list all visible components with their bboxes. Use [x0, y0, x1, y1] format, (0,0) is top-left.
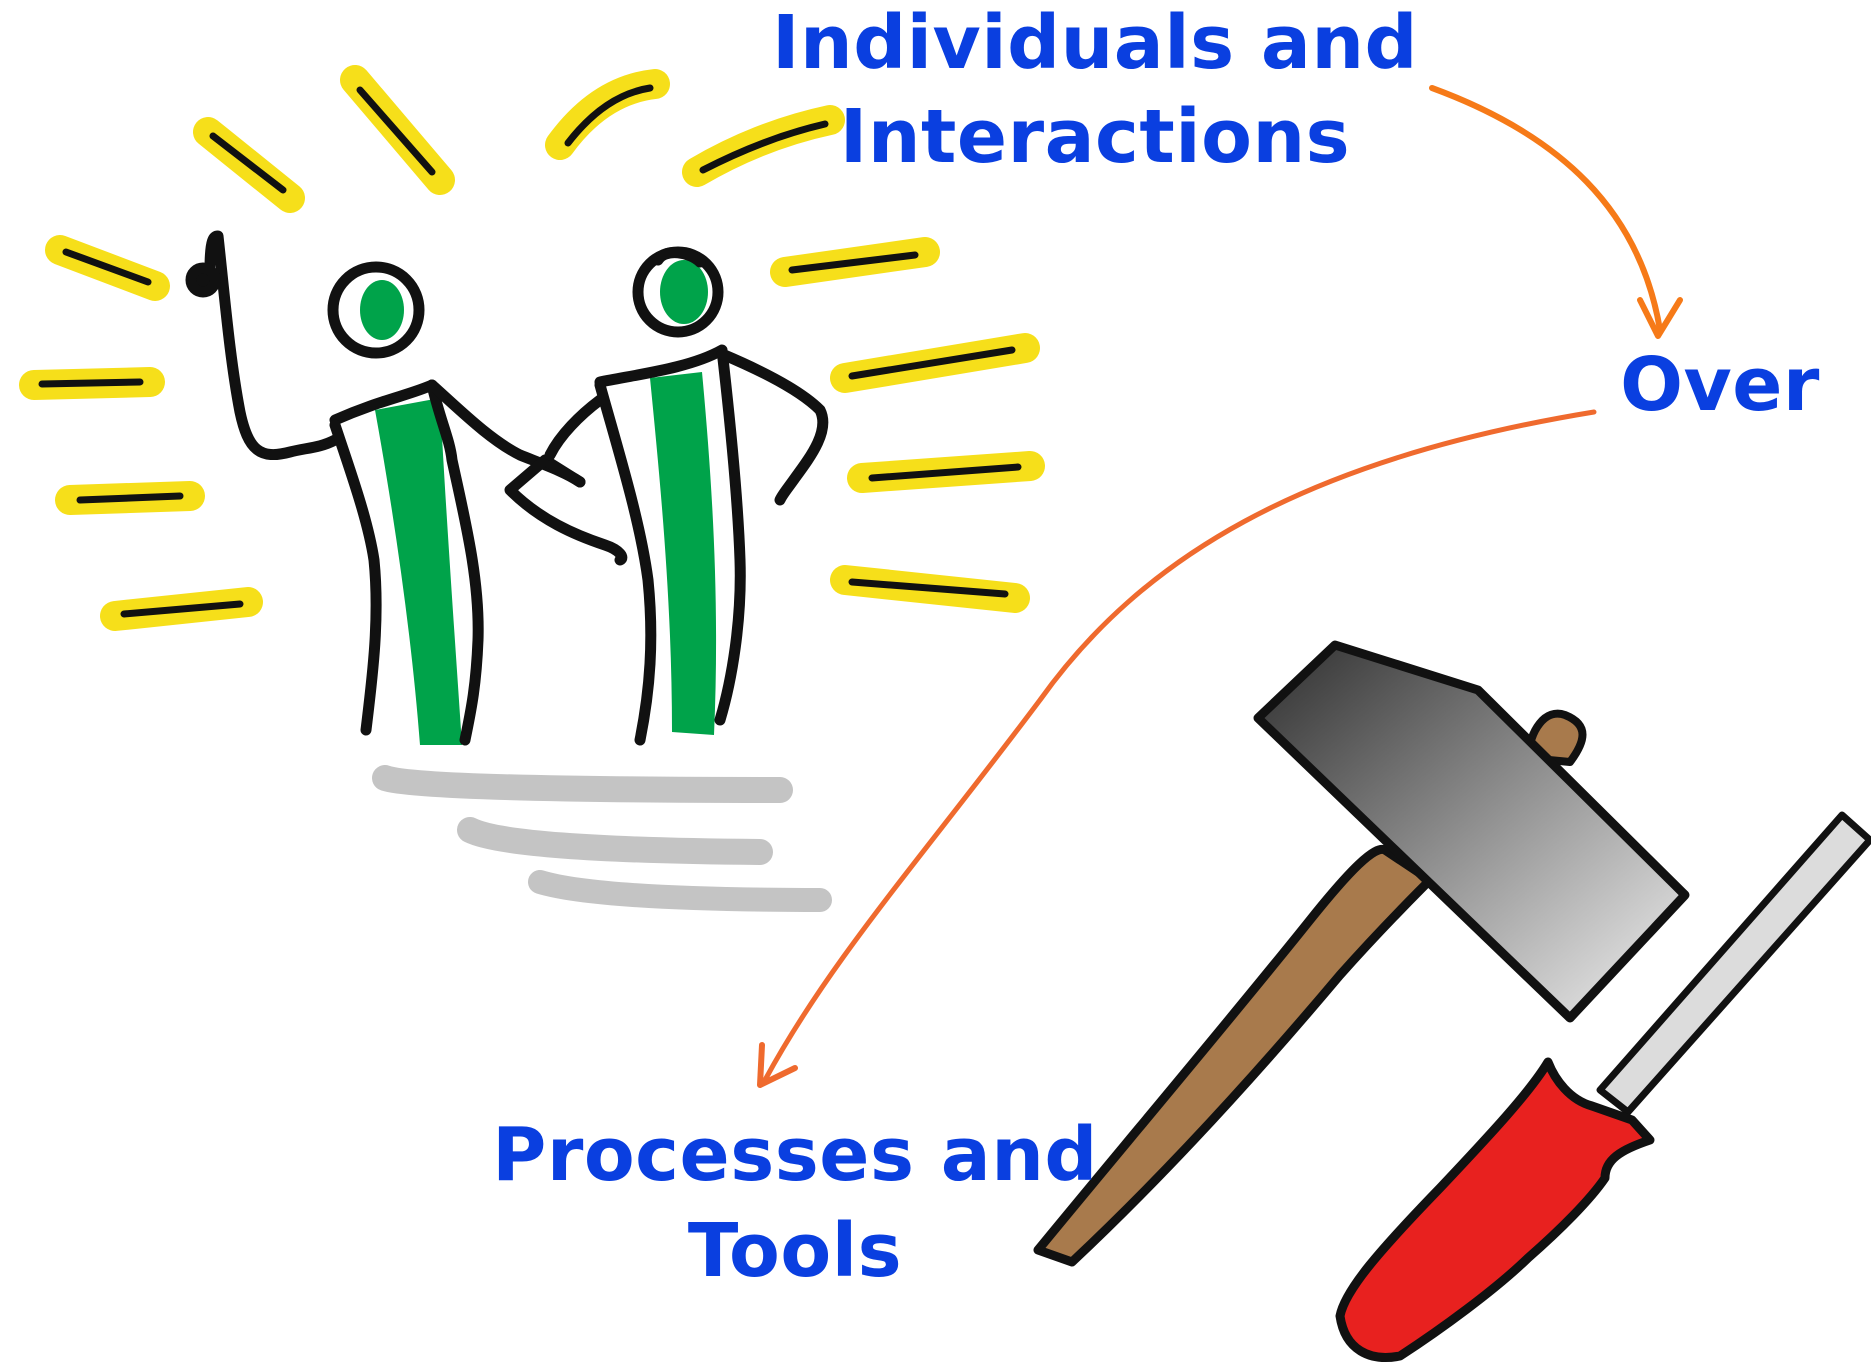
- top-label-line1: Individuals and: [771, 0, 1418, 86]
- curved-arrow-icon: [757, 85, 1683, 1088]
- hammer-icon: [1033, 640, 1690, 1267]
- arrow-top-to-over: [1429, 85, 1663, 333]
- middle-label: Over: [1620, 342, 1820, 428]
- arrow-over-to-bottom: [762, 409, 1597, 1083]
- burst-lines: [19, 65, 1045, 631]
- bottom-label-line1: Processes and: [492, 1112, 1098, 1198]
- ground-shadow: [372, 765, 832, 912]
- arrowhead-over: [1637, 297, 1683, 339]
- arrowhead-bottom: [757, 1042, 798, 1088]
- two-stick-figures-icon: [185, 230, 829, 746]
- top-label-line2: Interactions: [839, 94, 1351, 180]
- bottom-label-line2: Tools: [687, 1208, 903, 1294]
- screwdriver-icon: [1335, 811, 1871, 1362]
